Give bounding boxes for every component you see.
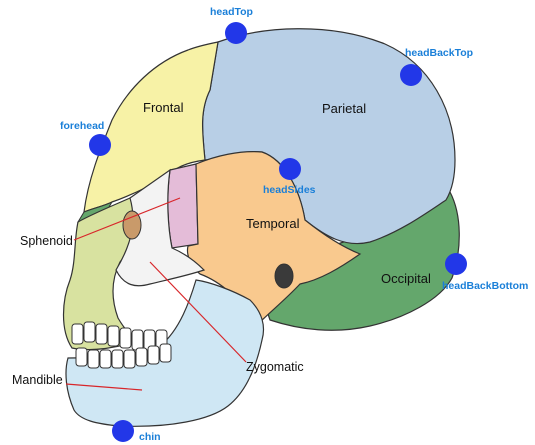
- temporal-label: Temporal: [246, 216, 300, 231]
- forehead-label: forehead: [60, 120, 104, 132]
- parietal-label: Parietal: [322, 101, 366, 116]
- headSides-marker[interactable]: [279, 158, 301, 180]
- sphenoid-label: Sphenoid: [20, 234, 73, 248]
- lower-tooth: [160, 344, 171, 362]
- upper-tooth: [120, 328, 131, 348]
- upper-tooth: [96, 324, 107, 344]
- headBackBottom-label: headBackBottom: [442, 280, 528, 292]
- eye-socket: [123, 211, 141, 239]
- headTop-label: headTop: [210, 6, 253, 18]
- upper-tooth: [72, 324, 83, 344]
- sphenoid-bone: [168, 164, 198, 248]
- zygomatic-label: Zygomatic: [246, 360, 304, 374]
- ear-canal: [275, 264, 293, 288]
- lower-tooth: [112, 350, 123, 368]
- headBackBottom-marker[interactable]: [445, 253, 467, 275]
- chin-marker[interactable]: [112, 420, 134, 442]
- lower-tooth: [148, 346, 159, 364]
- headBackTop-marker[interactable]: [400, 64, 422, 86]
- lower-tooth: [124, 350, 135, 368]
- lower-tooth: [136, 348, 147, 366]
- lower-tooth: [100, 350, 111, 368]
- headBackTop-label: headBackTop: [405, 47, 473, 59]
- upper-tooth: [84, 322, 95, 342]
- forehead-marker[interactable]: [89, 134, 111, 156]
- headSides-label: headSides: [263, 184, 316, 196]
- lower-tooth: [88, 350, 99, 368]
- upper-tooth: [132, 330, 143, 350]
- lower-tooth: [76, 348, 87, 366]
- upper-tooth: [108, 326, 119, 346]
- headTop-marker[interactable]: [225, 22, 247, 44]
- occipital-label: Occipital: [381, 271, 431, 286]
- chin-label: chin: [139, 431, 161, 443]
- mandible-label: Mandible: [12, 373, 63, 387]
- frontal-label: Frontal: [143, 100, 184, 115]
